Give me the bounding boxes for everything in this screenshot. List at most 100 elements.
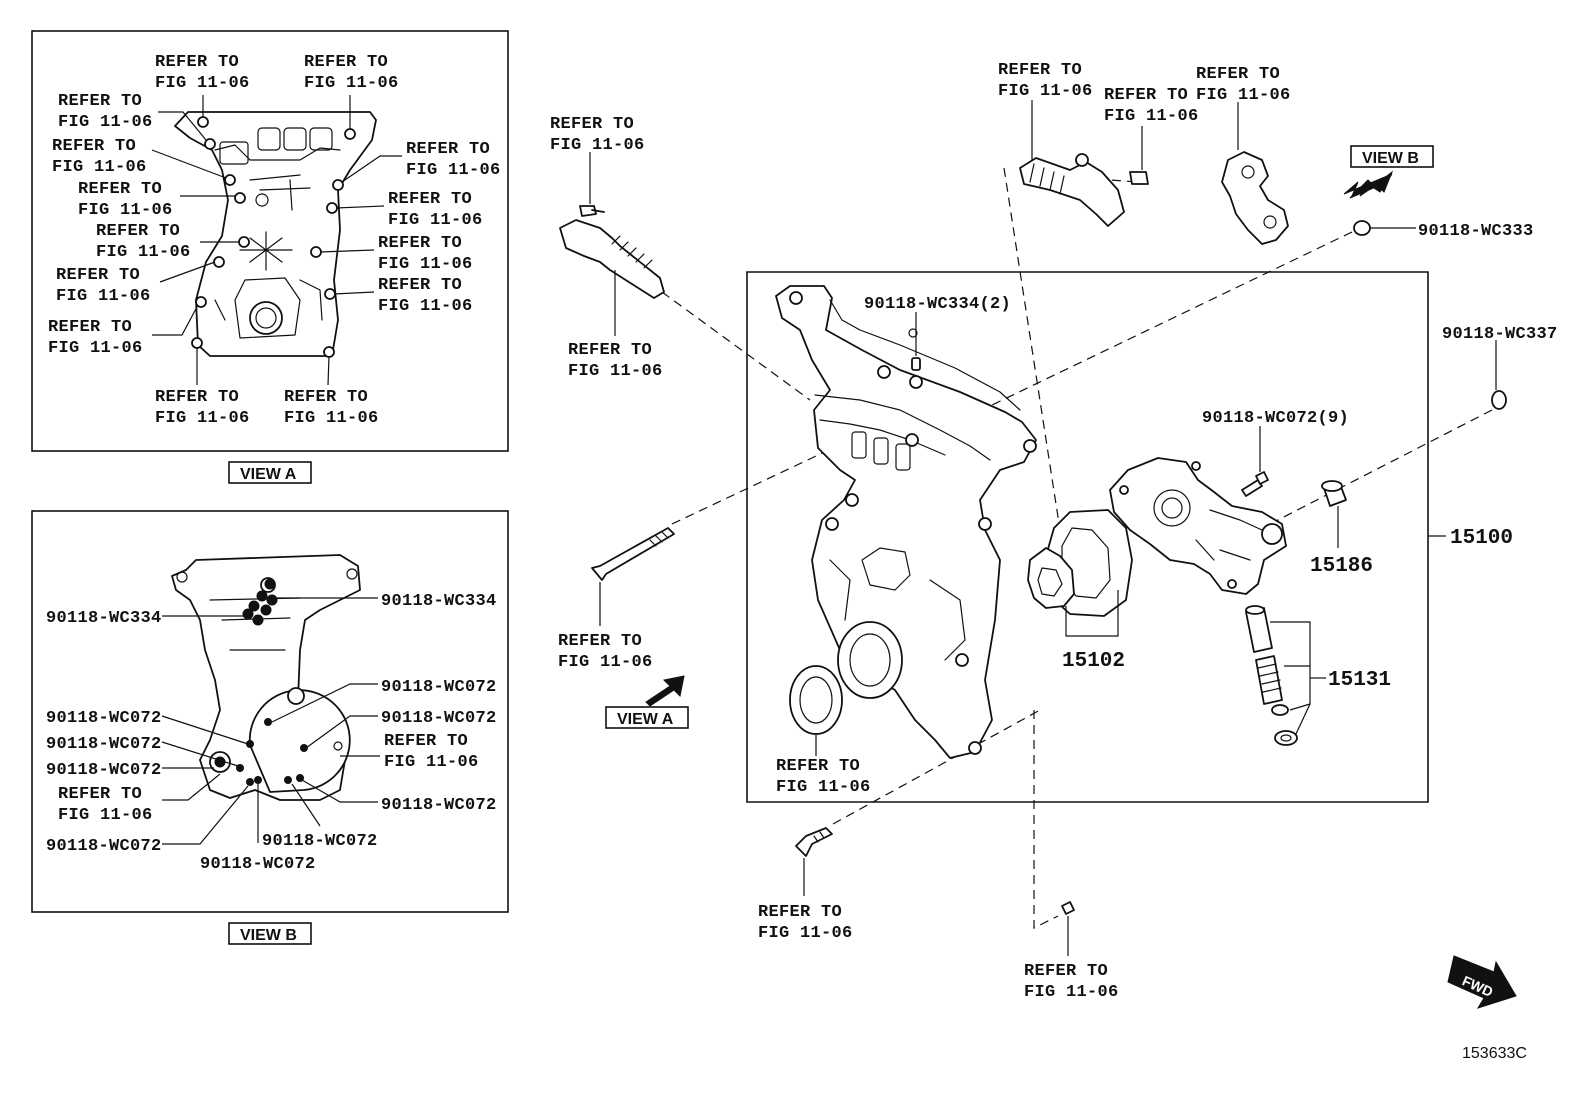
bolt-bottom: REFER TO FIG 11-06 [758, 827, 853, 943]
oil-pump-rotor-set: 15102 [1027, 509, 1133, 673]
view-b-labels: 90118-WC334 90118-WC334 90118-WC072 9011… [46, 592, 497, 874]
view-b-caption-box [228, 922, 312, 945]
view-b-timing-cover [171, 554, 361, 801]
view-a-caption: VIEW A [240, 466, 297, 483]
view-a-ref-6a: REFER TO [96, 222, 180, 241]
view-b-arrow-label: VIEW B [1362, 150, 1419, 167]
view-a-ref-11b: FIG 11-06 [406, 161, 501, 180]
ocv-left-ref-a: REFER TO [568, 341, 652, 360]
view-a-ref-10a: REFER TO [284, 388, 368, 407]
oil-pump-cover [1109, 457, 1287, 595]
figure-number: 153633C [1462, 1045, 1527, 1062]
label-15102: 15102 [1062, 650, 1125, 673]
bolt-bottom-ref-a: REFER TO [758, 903, 842, 922]
view-a-ref-14a: REFER TO [378, 276, 462, 295]
long-bolt-ref-b: FIG 11-06 [558, 653, 653, 672]
view-a-ref-1b: FIG 11-06 [155, 74, 250, 93]
view-a-leaders [151, 95, 402, 386]
view-b-wc072-b2: 90118-WC072 [200, 855, 316, 874]
bolt-wc072: 90118-WC072(9) [1202, 409, 1349, 497]
view-b-inset: 90118-WC334 90118-WC334 90118-WC072 9011… [31, 510, 509, 945]
dowel-ref-a: REFER TO [1024, 962, 1108, 981]
o-ring-wc333: 90118-WC333 [1353, 220, 1534, 241]
dowel-ref-b: FIG 11-06 [1024, 983, 1119, 1002]
long-bolt-ref-a: REFER TO [558, 632, 642, 651]
view-a-arrow: VIEW A [605, 675, 689, 729]
bolt-bottom-ref-b: FIG 11-06 [758, 924, 853, 943]
oil-control-valve-left: REFER TO FIG 11-06 REFER TO FIG 11-06 [550, 115, 665, 381]
gasket-top: REFER TO FIG 11-06 [1196, 65, 1291, 245]
relief-valve-set: 15131 [1245, 605, 1391, 746]
view-a-ref-3a: REFER TO [58, 92, 142, 111]
long-bolt: REFER TO FIG 11-06 [558, 527, 675, 672]
view-b-wc072-l3: 90118-WC072 [46, 761, 162, 780]
view-a-labels: REFER TO FIG 11-06 REFER TO FIG 11-06 RE… [48, 53, 501, 428]
ocv-top-ref-a: REFER TO [998, 61, 1082, 80]
ocv-top-ref-b: FIG 11-06 [998, 82, 1093, 101]
plug-wc334: 90118-WC334(2) [864, 295, 1011, 371]
view-a-frame [31, 30, 509, 452]
view-a-ref-5a: REFER TO [78, 180, 162, 199]
seal-ref-b: FIG 11-06 [776, 778, 871, 797]
view-a-arrow-label: VIEW A [617, 711, 674, 728]
view-a-ref-4b: FIG 11-06 [52, 158, 147, 177]
bolt-top-ref-b: FIG 11-06 [1104, 107, 1199, 126]
view-b-wc072-l4: 90118-WC072 [46, 837, 162, 856]
view-b-ref-left-b: FIG 11-06 [58, 806, 153, 825]
view-a-ref-2a: REFER TO [304, 53, 388, 72]
view-a-ref-8a: REFER TO [48, 318, 132, 337]
view-a-ref-1a: REFER TO [155, 53, 239, 72]
view-a-ref-6b: FIG 11-06 [96, 243, 191, 262]
view-a-ref-9b: FIG 11-06 [155, 409, 250, 428]
label-15100: 15100 [1450, 527, 1513, 550]
label-15186: 15186 [1310, 555, 1373, 578]
view-a-arrow-box [605, 706, 689, 729]
view-b-wc072-l2: 90118-WC072 [46, 735, 162, 754]
view-a-ref-10b: FIG 11-06 [284, 409, 379, 428]
seal-ref-a: REFER TO [776, 757, 860, 776]
view-b-leaders [161, 597, 380, 845]
oil-control-valve-top: REFER TO FIG 11-06 REFER TO FIG 11-06 [998, 61, 1199, 227]
view-a-ref-5b: FIG 11-06 [78, 201, 173, 220]
view-a-ref-2b: FIG 11-06 [304, 74, 399, 93]
view-a-ref-13a: REFER TO [378, 234, 462, 253]
view-a-ref-7b: FIG 11-06 [56, 287, 151, 306]
dowel-pin: REFER TO FIG 11-06 [1024, 901, 1119, 1002]
view-a-caption-box [228, 461, 312, 484]
view-a-ref-13b: FIG 11-06 [378, 255, 473, 274]
gasket-ref-b: FIG 11-06 [1196, 86, 1291, 105]
view-b-ref-right-a: REFER TO [384, 732, 468, 751]
o-ring-wc337: 90118-WC337 [1442, 325, 1558, 410]
ocv-left-ref-b: FIG 11-06 [568, 362, 663, 381]
label-wc072-9: 90118-WC072(9) [1202, 409, 1349, 428]
view-b-wc072-r1: 90118-WC072 [381, 678, 497, 697]
view-a-ref-12b: FIG 11-06 [388, 211, 483, 230]
view-b-wc334-left: 90118-WC334 [46, 609, 162, 628]
fwd-arrow: FWD [1447, 955, 1517, 1009]
view-b-wc072-r3: 90118-WC072 [381, 796, 497, 815]
bolt-top-ref-a: REFER TO [1104, 86, 1188, 105]
view-b-ref-right-b: FIG 11-06 [384, 753, 479, 772]
bushing-15186: 15186 [1310, 480, 1373, 578]
assembly-frame-15100 [746, 271, 1429, 803]
ocv-left-bolt-ref-b: FIG 11-06 [550, 136, 645, 155]
view-a-inset: REFER TO FIG 11-06 REFER TO FIG 11-06 RE… [31, 30, 509, 484]
ocv-left-bolt-ref-a: REFER TO [550, 115, 634, 134]
label-wc333: 90118-WC333 [1418, 222, 1534, 241]
view-b-wc072-l1: 90118-WC072 [46, 709, 162, 728]
view-b-arrow-box [1350, 145, 1434, 168]
view-a-ref-11a: REFER TO [406, 140, 490, 159]
crankshaft-oil-seal: REFER TO FIG 11-06 [776, 665, 871, 797]
timing-chain-cover [775, 285, 1037, 759]
view-a-ref-7a: REFER TO [56, 266, 140, 285]
view-b-frame [31, 510, 509, 913]
view-b-wc334-right: 90118-WC334 [381, 592, 497, 611]
view-a-ref-8b: FIG 11-06 [48, 339, 143, 358]
view-a-ref-4a: REFER TO [52, 137, 136, 156]
label-wc334-2: 90118-WC334(2) [864, 295, 1011, 314]
view-b-arrow: VIEW B [1343, 145, 1434, 199]
view-b-caption: VIEW B [240, 927, 297, 944]
view-b-wc072-b1: 90118-WC072 [262, 832, 378, 851]
label-wc337: 90118-WC337 [1442, 325, 1558, 344]
